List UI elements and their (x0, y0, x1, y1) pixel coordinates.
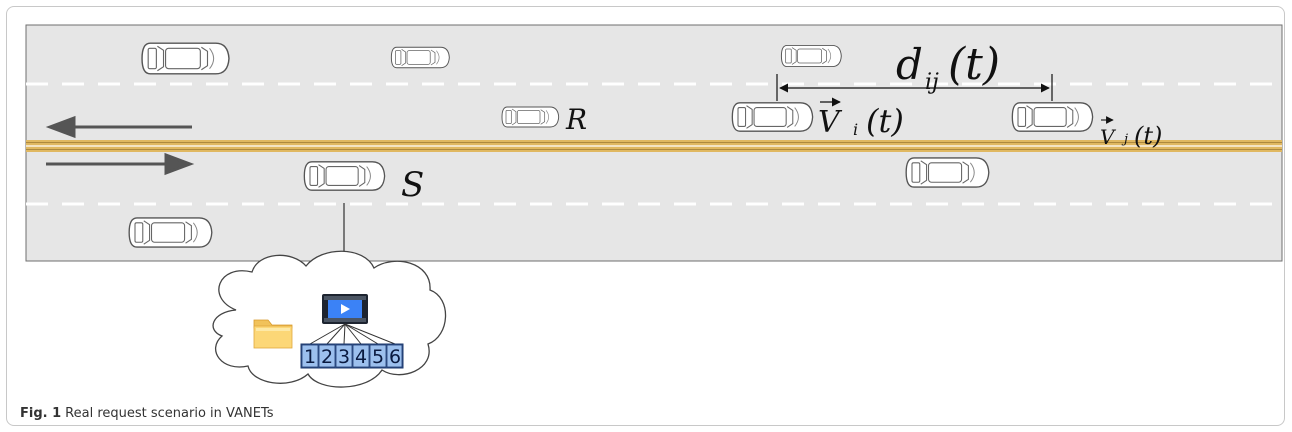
distance-label: d ij (t) (896, 39, 1000, 95)
packet-number: 4 (355, 346, 367, 368)
median-line (26, 140, 1282, 152)
svg-text:(t): (t) (866, 102, 904, 140)
packet-fan-lines (309, 323, 396, 345)
vehicle-source-s (303, 161, 386, 191)
vehicle-j (1011, 102, 1094, 132)
distance-indicator (776, 74, 1053, 101)
svg-text:V: V (1100, 125, 1117, 149)
source-label: S (401, 165, 424, 205)
svg-text:(t): (t) (948, 39, 1000, 90)
svg-text:i: i (853, 120, 858, 139)
velocity-j-label: V j (t) (1100, 116, 1162, 150)
vehicle (780, 44, 842, 68)
vehicle (128, 217, 213, 248)
folder-icon (253, 319, 293, 349)
vehicle (905, 157, 990, 188)
svg-text:ij: ij (925, 70, 939, 95)
packet-number: 5 (372, 346, 384, 368)
vehicle (141, 42, 230, 75)
vehicle (390, 46, 450, 69)
packet-number: 3 (338, 346, 350, 368)
velocity-i-label: V i (t) (818, 97, 904, 140)
arrow-right-direction (46, 152, 195, 176)
packet-number: 6 (389, 346, 401, 368)
figure-caption-label: Fig. 1 (20, 406, 62, 421)
svg-text:(t): (t) (1134, 122, 1162, 150)
vehicle-relay-r (501, 106, 560, 128)
svg-text:V: V (818, 105, 843, 140)
vehicle-i (731, 102, 814, 132)
video-icon (322, 294, 368, 324)
arrow-left-direction (45, 115, 192, 139)
relay-label: R (565, 103, 587, 136)
packet-number: 1 (304, 346, 316, 368)
figure-frame (6, 6, 1285, 426)
packet-strip: 1 2 3 4 5 6 (300, 343, 404, 369)
svg-text:d: d (896, 40, 923, 89)
figure-caption-text: Real request scenario in VANETs (65, 406, 274, 421)
svg-text:j: j (1121, 132, 1128, 147)
packet-number: 2 (321, 346, 333, 368)
